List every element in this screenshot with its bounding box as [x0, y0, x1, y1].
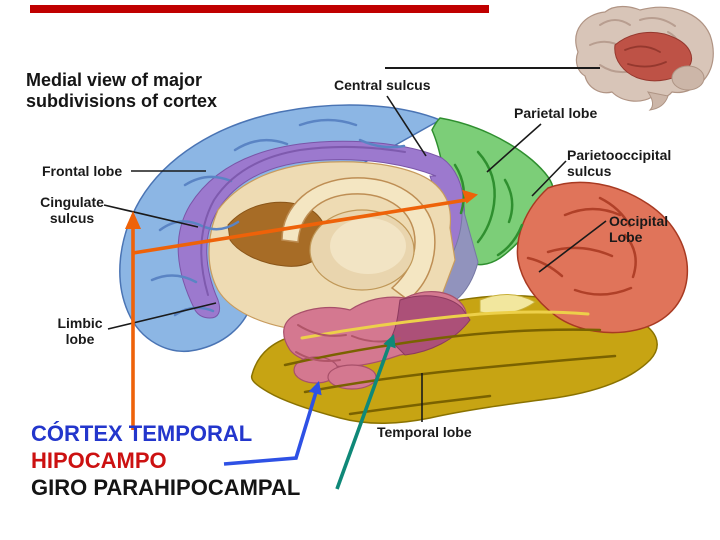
- label-frontal-lobe: Frontal lobe: [42, 163, 123, 179]
- slide-title: Medial view of major subdivisions of cor…: [26, 70, 218, 111]
- parietal-arrow-orange: [132, 189, 478, 255]
- cingulate-arrow-orange: [125, 211, 141, 430]
- medial-brain-illustration: [119, 104, 689, 424]
- parietal-lobe-pointer-line: [486, 123, 542, 173]
- hippocampus-texture: [295, 324, 401, 362]
- label-temporal-lobe: Temporal lobe: [377, 424, 472, 440]
- parietal-gyri-texture: [453, 150, 524, 257]
- label-limbic-lobe: Limbic lobe: [57, 315, 103, 347]
- brain-photo-icon: [575, 5, 714, 111]
- annotation-cortex-temporal: CÓRTEX TEMPORAL: [31, 421, 253, 446]
- label-parietooccipital-sulcus: Parietooccipital sulcus: [567, 147, 672, 179]
- thalamus-inner-shape: [330, 218, 406, 274]
- label-parietal-lobe: Parietal lobe: [514, 105, 598, 121]
- slide-accent-bar: [30, 5, 489, 13]
- annotation-hipocampo: HIPOCAMPO: [31, 448, 167, 473]
- occipital-lobe-pointer-line: [538, 220, 607, 273]
- parahippocampal-arrow-teal: [335, 334, 396, 490]
- annotation-giro-parahipocampal: GIRO PARAHIPOCAMPAL: [31, 475, 301, 500]
- hipocampo-arrow-blue: [223, 381, 322, 466]
- label-occipital-lobe: Occipital Lobe: [609, 213, 669, 245]
- central-sulcus-pointer-line: [386, 95, 427, 157]
- occipital-lobe-shape: [516, 181, 689, 334]
- occipital-gyri-texture: [526, 196, 637, 296]
- parietooccipital-pointer-line: [531, 160, 567, 197]
- label-central-sulcus: Central sulcus: [334, 77, 431, 93]
- label-cingulate-sulcus: Cingulate sulcus: [40, 194, 104, 226]
- frontal-gyri-texture: [150, 118, 406, 317]
- limbic-pointer-line: [107, 302, 217, 330]
- cingulate-pointer-line: [103, 204, 199, 228]
